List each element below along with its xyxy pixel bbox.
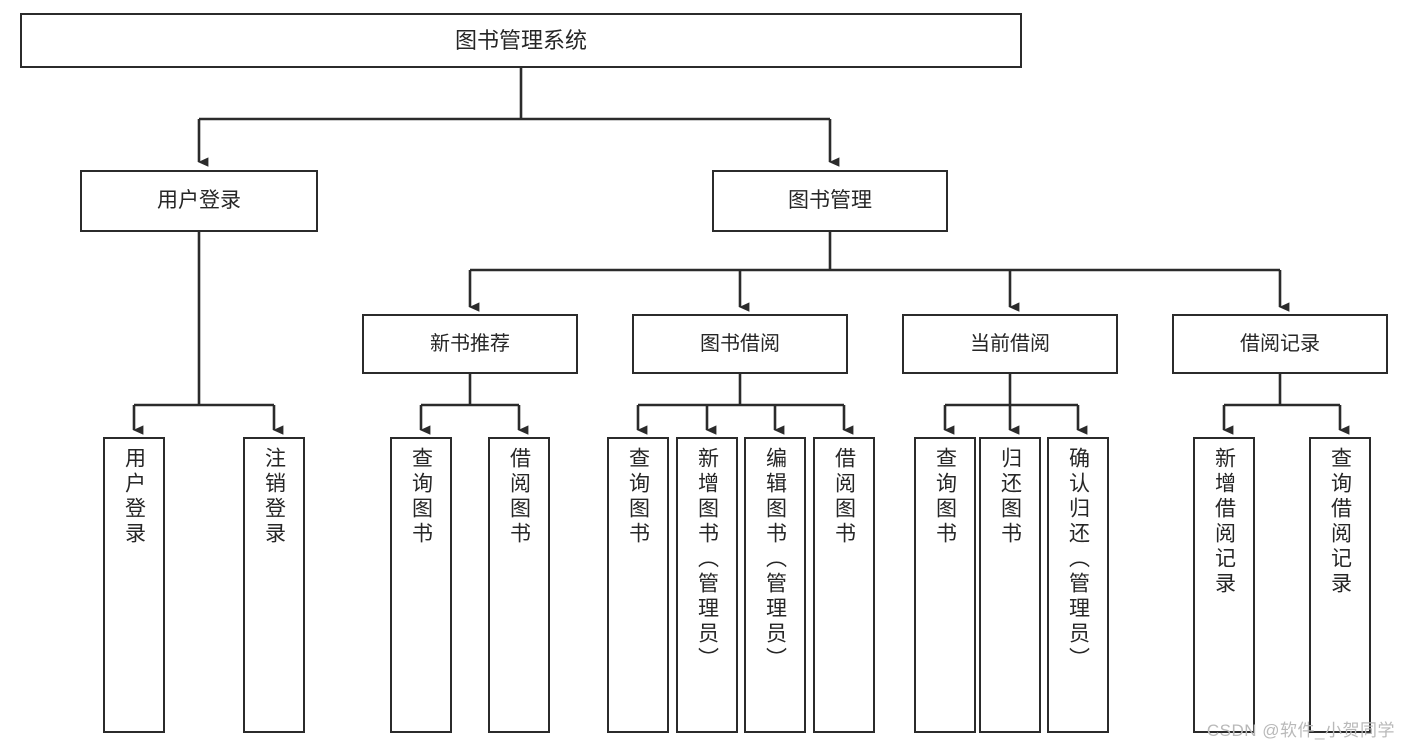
node-label: 查询图书 bbox=[933, 447, 957, 547]
node-label: 用户登录 bbox=[122, 447, 146, 547]
leaf-confirm-return-admin[interactable]: 确认归还（管理员） bbox=[1047, 437, 1109, 733]
node-label: 编辑图书（管理员） bbox=[763, 447, 787, 672]
leaf-add-borrow-record[interactable]: 新增借阅记录 bbox=[1193, 437, 1255, 733]
node-label: 归还图书 bbox=[998, 447, 1022, 547]
node-label: 新增图书（管理员） bbox=[695, 447, 719, 672]
leaf-query-book-recommend[interactable]: 查询图书 bbox=[390, 437, 452, 733]
node-label: 确认归还（管理员） bbox=[1066, 447, 1090, 672]
node-label: 借阅记录 bbox=[1240, 332, 1320, 355]
watermark-text: CSDN @软件_小贺同学 bbox=[1206, 721, 1395, 740]
node-label: 新增借阅记录 bbox=[1212, 447, 1236, 597]
leaf-add-book-admin[interactable]: 新增图书（管理员） bbox=[676, 437, 738, 733]
node-label: 查询图书 bbox=[626, 447, 650, 547]
node-label: 当前借阅 bbox=[970, 332, 1050, 355]
node-current-borrow[interactable]: 当前借阅 bbox=[902, 314, 1118, 374]
leaf-borrow-book[interactable]: 借阅图书 bbox=[813, 437, 875, 733]
node-new-book-recommend[interactable]: 新书推荐 bbox=[362, 314, 578, 374]
node-label: 查询借阅记录 bbox=[1328, 447, 1352, 597]
node-user-login[interactable]: 用户登录 bbox=[80, 170, 318, 232]
node-label: 注销登录 bbox=[262, 447, 286, 547]
leaf-query-book-current[interactable]: 查询图书 bbox=[914, 437, 976, 733]
leaf-query-book-borrow[interactable]: 查询图书 bbox=[607, 437, 669, 733]
leaf-user-login[interactable]: 用户登录 bbox=[103, 437, 165, 733]
node-label: 借阅图书 bbox=[832, 447, 856, 547]
node-label: 新书推荐 bbox=[430, 332, 510, 355]
node-label: 图书管理系统 bbox=[454, 27, 587, 53]
node-book-management[interactable]: 图书管理 bbox=[712, 170, 948, 232]
leaf-logout[interactable]: 注销登录 bbox=[243, 437, 305, 733]
node-book-borrow[interactable]: 图书借阅 bbox=[632, 314, 848, 374]
leaf-query-borrow-record[interactable]: 查询借阅记录 bbox=[1309, 437, 1371, 733]
node-label: 借阅图书 bbox=[507, 447, 531, 547]
node-root-book-management-system[interactable]: 图书管理系统 bbox=[20, 13, 1022, 68]
node-label: 查询图书 bbox=[409, 447, 433, 547]
node-label: 图书借阅 bbox=[700, 332, 780, 355]
node-label: 图书管理 bbox=[788, 188, 872, 212]
leaf-borrow-book-recommend[interactable]: 借阅图书 bbox=[488, 437, 550, 733]
node-borrow-record[interactable]: 借阅记录 bbox=[1172, 314, 1388, 374]
node-label: 用户登录 bbox=[157, 188, 241, 212]
leaf-return-book[interactable]: 归还图书 bbox=[979, 437, 1041, 733]
leaf-edit-book-admin[interactable]: 编辑图书（管理员） bbox=[744, 437, 806, 733]
